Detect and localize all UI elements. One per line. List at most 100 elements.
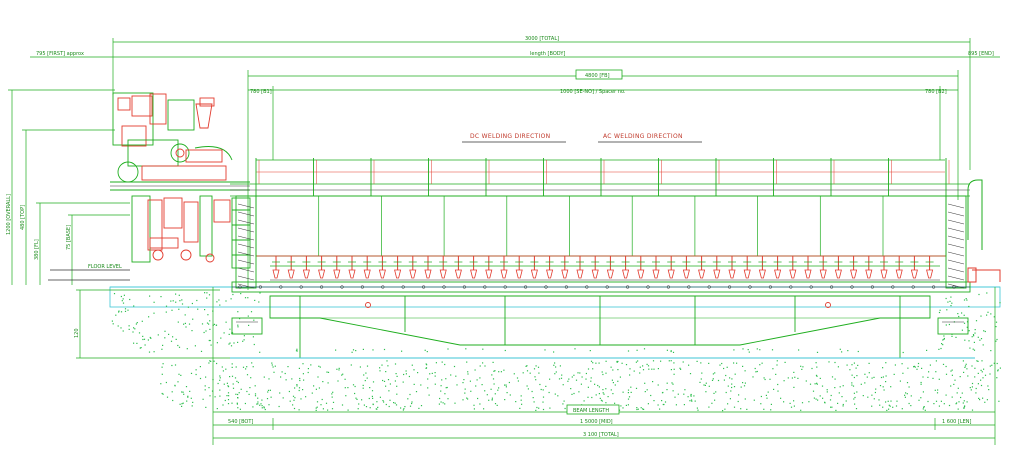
speckle <box>202 398 204 400</box>
speckle <box>427 378 429 380</box>
speckle <box>708 362 710 364</box>
speckle <box>231 363 233 365</box>
speckle <box>935 371 937 373</box>
speckle <box>752 376 754 378</box>
speckle <box>583 400 585 402</box>
ladder-rung <box>947 251 965 257</box>
speckle <box>165 381 167 384</box>
speckle <box>570 388 572 390</box>
speckle <box>630 391 632 393</box>
speckle <box>204 292 206 294</box>
ladder-rung <box>947 227 965 233</box>
speckle <box>178 346 181 348</box>
speckle <box>538 372 540 374</box>
speckle <box>250 377 252 379</box>
clamp-tip <box>363 269 371 279</box>
speckle <box>759 364 761 366</box>
dc-direction-label: DC WELDING DIRECTION <box>470 133 550 140</box>
speckle <box>616 361 618 363</box>
ladder-rung <box>947 211 965 217</box>
right-pipe <box>967 179 1001 283</box>
speckle <box>957 387 959 389</box>
speckle <box>136 322 138 324</box>
speckle <box>617 360 619 363</box>
speckle <box>147 339 149 341</box>
speckle <box>851 382 853 384</box>
speckle <box>679 367 681 369</box>
speckle <box>639 366 641 368</box>
speckle <box>960 396 962 399</box>
speckle <box>434 372 436 374</box>
speckle <box>922 408 924 410</box>
speckle <box>969 347 971 349</box>
speckle <box>379 367 381 369</box>
speckle <box>554 373 556 375</box>
speckle <box>327 409 329 411</box>
speckle <box>700 378 702 380</box>
speckle <box>973 341 975 343</box>
speckle <box>548 391 550 394</box>
speckle <box>529 372 531 374</box>
speckle <box>577 372 579 374</box>
speckle <box>927 400 929 403</box>
speckle <box>657 384 659 386</box>
speckle <box>531 390 533 393</box>
speckle <box>313 385 315 387</box>
speckle <box>444 403 446 405</box>
speckle <box>731 386 733 389</box>
speckle <box>191 302 193 305</box>
speckle <box>486 394 488 396</box>
speckle <box>962 402 964 404</box>
speckle <box>303 379 305 381</box>
speckle <box>996 377 998 379</box>
speckle <box>341 404 344 406</box>
speckle <box>879 385 882 387</box>
speckle <box>321 398 323 401</box>
speckle <box>420 405 423 407</box>
speckle <box>769 378 771 380</box>
speckle <box>134 328 136 330</box>
speckle <box>364 380 366 382</box>
speckle <box>666 389 668 391</box>
speckle <box>727 403 729 405</box>
speckle <box>617 380 619 382</box>
speckle <box>816 382 818 384</box>
speckle <box>773 388 775 390</box>
clamp-tip <box>409 269 417 279</box>
clamp-tip <box>424 269 432 279</box>
speckle <box>646 363 648 365</box>
speckle <box>205 376 207 378</box>
speckle <box>187 395 189 397</box>
speckle <box>254 395 257 397</box>
speckle <box>966 401 968 403</box>
speckle <box>993 316 995 318</box>
speckle <box>441 361 443 363</box>
speckle <box>181 403 183 405</box>
speckle <box>895 405 898 407</box>
ladder-rung <box>237 275 255 281</box>
speckle <box>712 373 714 375</box>
speckle <box>793 405 795 407</box>
speckle <box>498 371 500 373</box>
rail-bolt <box>421 285 426 289</box>
speckle <box>871 405 873 407</box>
speckle <box>980 338 983 340</box>
speckle <box>425 363 427 365</box>
speckle <box>554 362 556 364</box>
speckle <box>235 366 237 368</box>
clamp-tip <box>819 269 827 279</box>
speckle <box>867 396 869 398</box>
speckle <box>868 362 870 364</box>
speckle <box>298 387 301 389</box>
speckle <box>195 373 197 376</box>
speckle <box>526 385 528 387</box>
speckle <box>355 397 357 399</box>
speckle <box>383 380 386 382</box>
speckle <box>444 363 446 366</box>
speckle <box>171 364 173 367</box>
speckle <box>165 305 168 307</box>
speckle <box>763 377 765 379</box>
dim-top-left: 795 [FIRST] approx <box>36 51 84 57</box>
speckle <box>228 333 230 335</box>
speckle <box>235 393 237 395</box>
